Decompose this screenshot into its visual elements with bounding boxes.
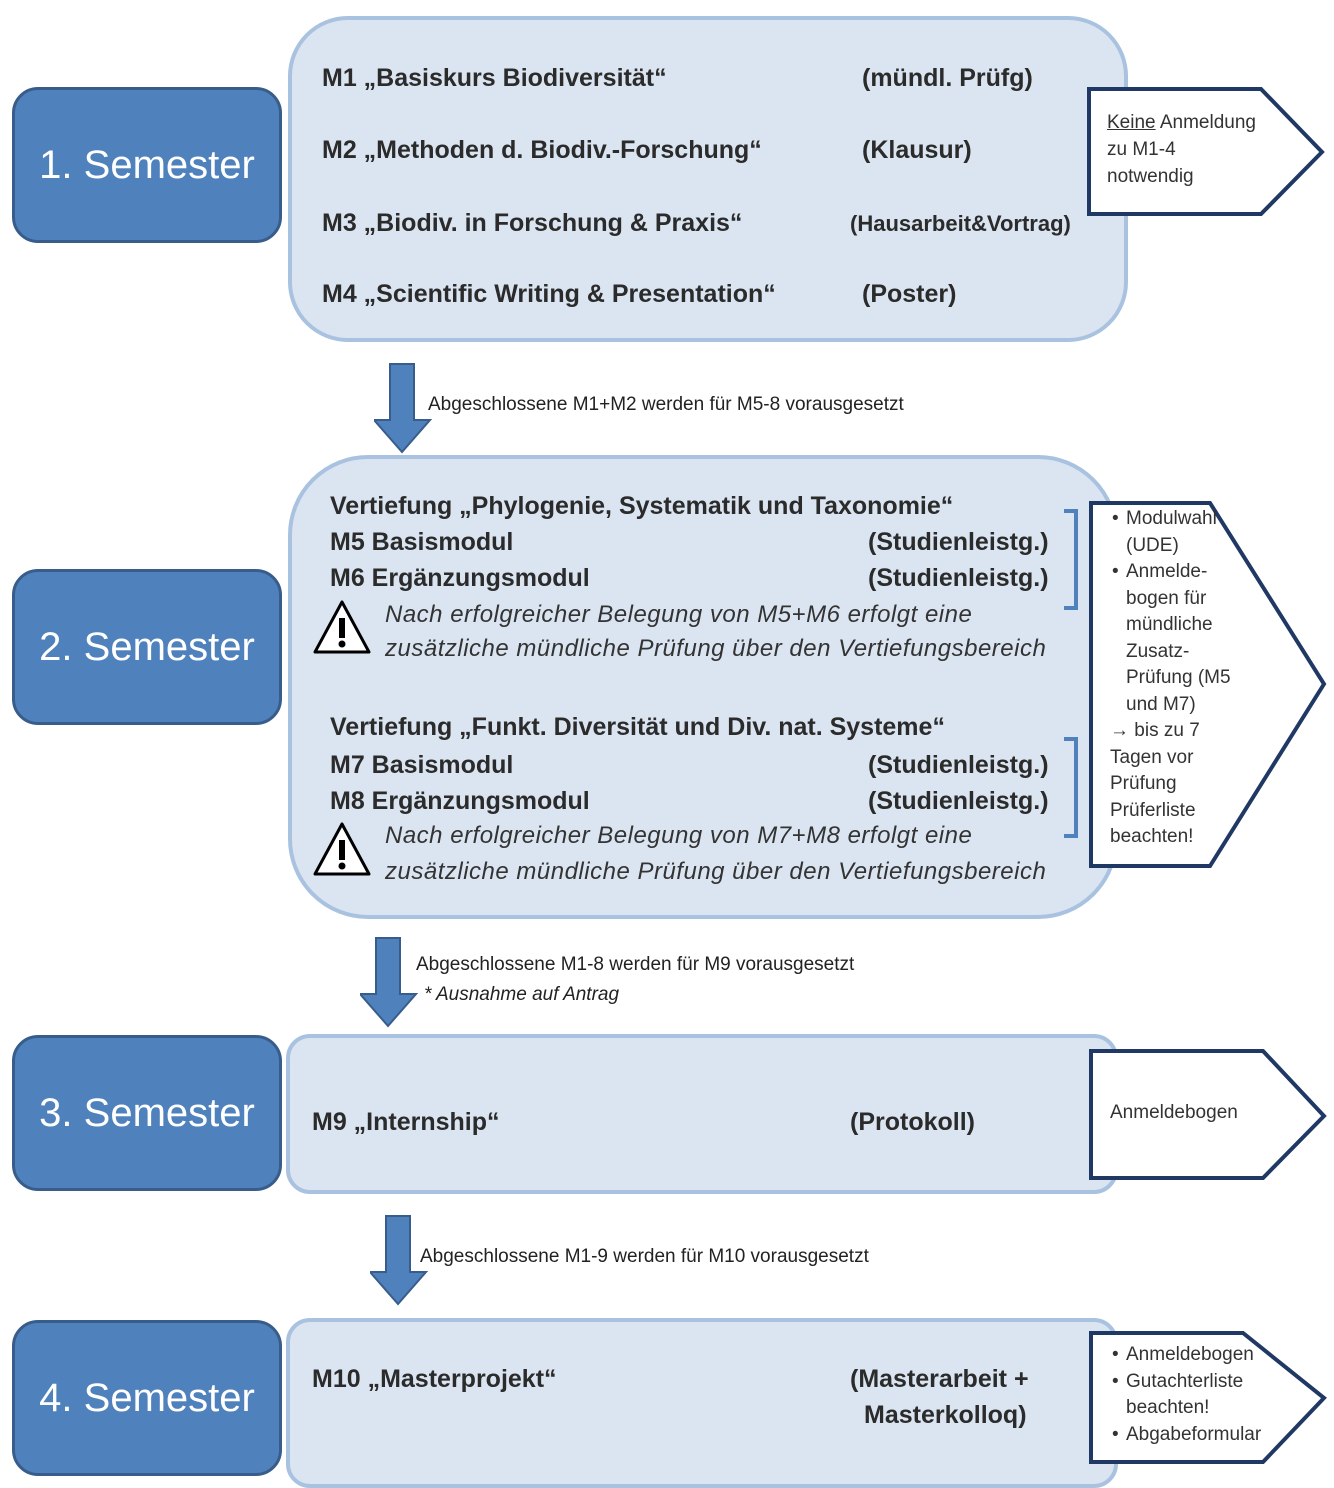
note-bullet: Anmeldebogen (1112, 1342, 1261, 1369)
module-m1: M1 „Basiskurs Biodiversität“ (322, 64, 667, 92)
arrow-2-text: Abgeschlossene M1-8 werden für M9 voraus… (416, 954, 855, 975)
block-1-note-line-1: Nach erfolgreicher Belegung von M5+M6 er… (385, 601, 973, 628)
module-m10-exam-line-1: (Masterarbeit + (850, 1365, 1029, 1393)
note-text: notwendig (1107, 166, 1194, 187)
semester-2-note: Modulwahl (UDE) Anmelde-bogen für mündlich… (1110, 506, 1231, 851)
semester-4-box: 4. Semester (12, 1320, 282, 1476)
module-m9: M9 „Internship“ (312, 1108, 500, 1136)
module-m7-exam: (Studienleistg.) (868, 751, 1049, 779)
semester-3-box: 3. Semester (12, 1035, 282, 1191)
keine-underlined: Keine (1107, 112, 1156, 133)
module-m3: M3 „Biodiv. in Forschung & Praxis“ (322, 209, 743, 237)
module-m2: M2 „Methoden d. Biodiv.-Forschung“ (322, 136, 762, 164)
module-m9-exam: (Protokoll) (850, 1108, 975, 1136)
module-m2-exam: (Klausur) (862, 136, 972, 164)
semester-2-box: 2. Semester (12, 569, 282, 725)
semester-4-panel (286, 1318, 1118, 1488)
down-arrow-1-icon (374, 363, 433, 454)
down-arrow-2-icon (360, 937, 419, 1028)
module-m10-exam-line-2: Masterkolloq) (864, 1401, 1027, 1429)
note-text: Zusatz- (1126, 640, 1190, 662)
block-1-note-line-2: zusätzliche mündliche Prüfung über den V… (385, 635, 1047, 662)
brace-block-1-icon (1064, 509, 1078, 610)
block-1-heading: Vertiefung „Phylogenie, Systematik und T… (330, 492, 954, 520)
module-m4-exam: (Poster) (862, 280, 957, 308)
note-text: zu M1-4 (1107, 139, 1176, 160)
note-text: Prüferliste (1110, 799, 1196, 821)
semester-3-note-shape (1089, 1049, 1327, 1180)
semester-1-box: 1. Semester (12, 87, 282, 243)
note-text: Anmelde- (1126, 561, 1208, 582)
semester-1-note-shape (1087, 87, 1325, 216)
down-arrow-3-icon (370, 1215, 429, 1306)
arrow-3-text: Abgeschlossene M1-9 werden für M10 vorau… (420, 1246, 869, 1267)
module-m10: M10 „Masterprojekt“ (312, 1365, 557, 1393)
semester-3-panel (286, 1034, 1118, 1194)
module-m4: M4 „Scientific Writing & Presentation“ (322, 280, 776, 308)
note-text: Tagen vor (1110, 746, 1194, 768)
module-m6: M6 Ergänzungsmodul (330, 564, 590, 592)
note-text: beachten! (1126, 1397, 1210, 1418)
note-bullet: Gutachterliste (1112, 1369, 1261, 1396)
note-text: Modulwahl (1126, 508, 1217, 529)
brace-block-2-icon (1064, 737, 1078, 838)
note-bullet: Abgabeformular (1112, 1422, 1261, 1449)
arrow-1-text: Abgeschlossene M1+M2 werden für M5-8 vor… (428, 394, 904, 415)
module-m5-exam: (Studienleistg.) (868, 528, 1049, 556)
module-m8: M8 Ergänzungsmodul (330, 787, 590, 815)
semester-3-note: Anmeldebogen (1110, 1102, 1238, 1123)
module-m7: M7 Basismodul (330, 751, 514, 779)
note-text: und M7) (1126, 693, 1196, 715)
block-2-note-line-1: Nach erfolgreicher Belegung von M7+M8 er… (385, 822, 973, 849)
note-text: beachten! (1110, 826, 1194, 847)
note-text: Prüfung (M5 (1126, 667, 1231, 688)
module-m6-exam: (Studienleistg.) (868, 564, 1049, 592)
module-m1-exam: (mündl. Prüfg) (862, 64, 1033, 92)
semester-4-note: Anmeldebogen Gutachterliste beachten! Ab… (1110, 1342, 1261, 1448)
module-m8-exam: (Studienleistg.) (868, 787, 1049, 815)
note-text: mündliche (1126, 614, 1213, 635)
note-text: bogen für (1126, 587, 1207, 609)
warning-icon (313, 600, 371, 654)
arrow-2-exception: * Ausnahme auf Antrag (424, 984, 620, 1005)
semester-1-note: Keine Anmeldung zu M1-4 notwendig (1107, 109, 1256, 190)
note-text: (UDE) (1126, 534, 1179, 556)
module-m5: M5 Basismodul (330, 528, 514, 556)
note-bullet: Modulwahl (UDE) (1112, 506, 1231, 559)
semester-2-panel (288, 455, 1118, 919)
block-2-note-line-2: zusätzliche mündliche Prüfung über den V… (385, 858, 1047, 885)
note-text: Prüfung (1110, 773, 1177, 794)
note-text: → bis zu 7 (1110, 720, 1200, 741)
module-m3-exam: (Hausarbeit&Vortrag) (850, 211, 1071, 236)
note-text: Anmeldung (1155, 112, 1256, 133)
semester-1-panel (288, 16, 1128, 342)
block-2-heading: Vertiefung „Funkt. Diversität und Div. n… (330, 713, 945, 741)
warning-icon (313, 822, 371, 876)
